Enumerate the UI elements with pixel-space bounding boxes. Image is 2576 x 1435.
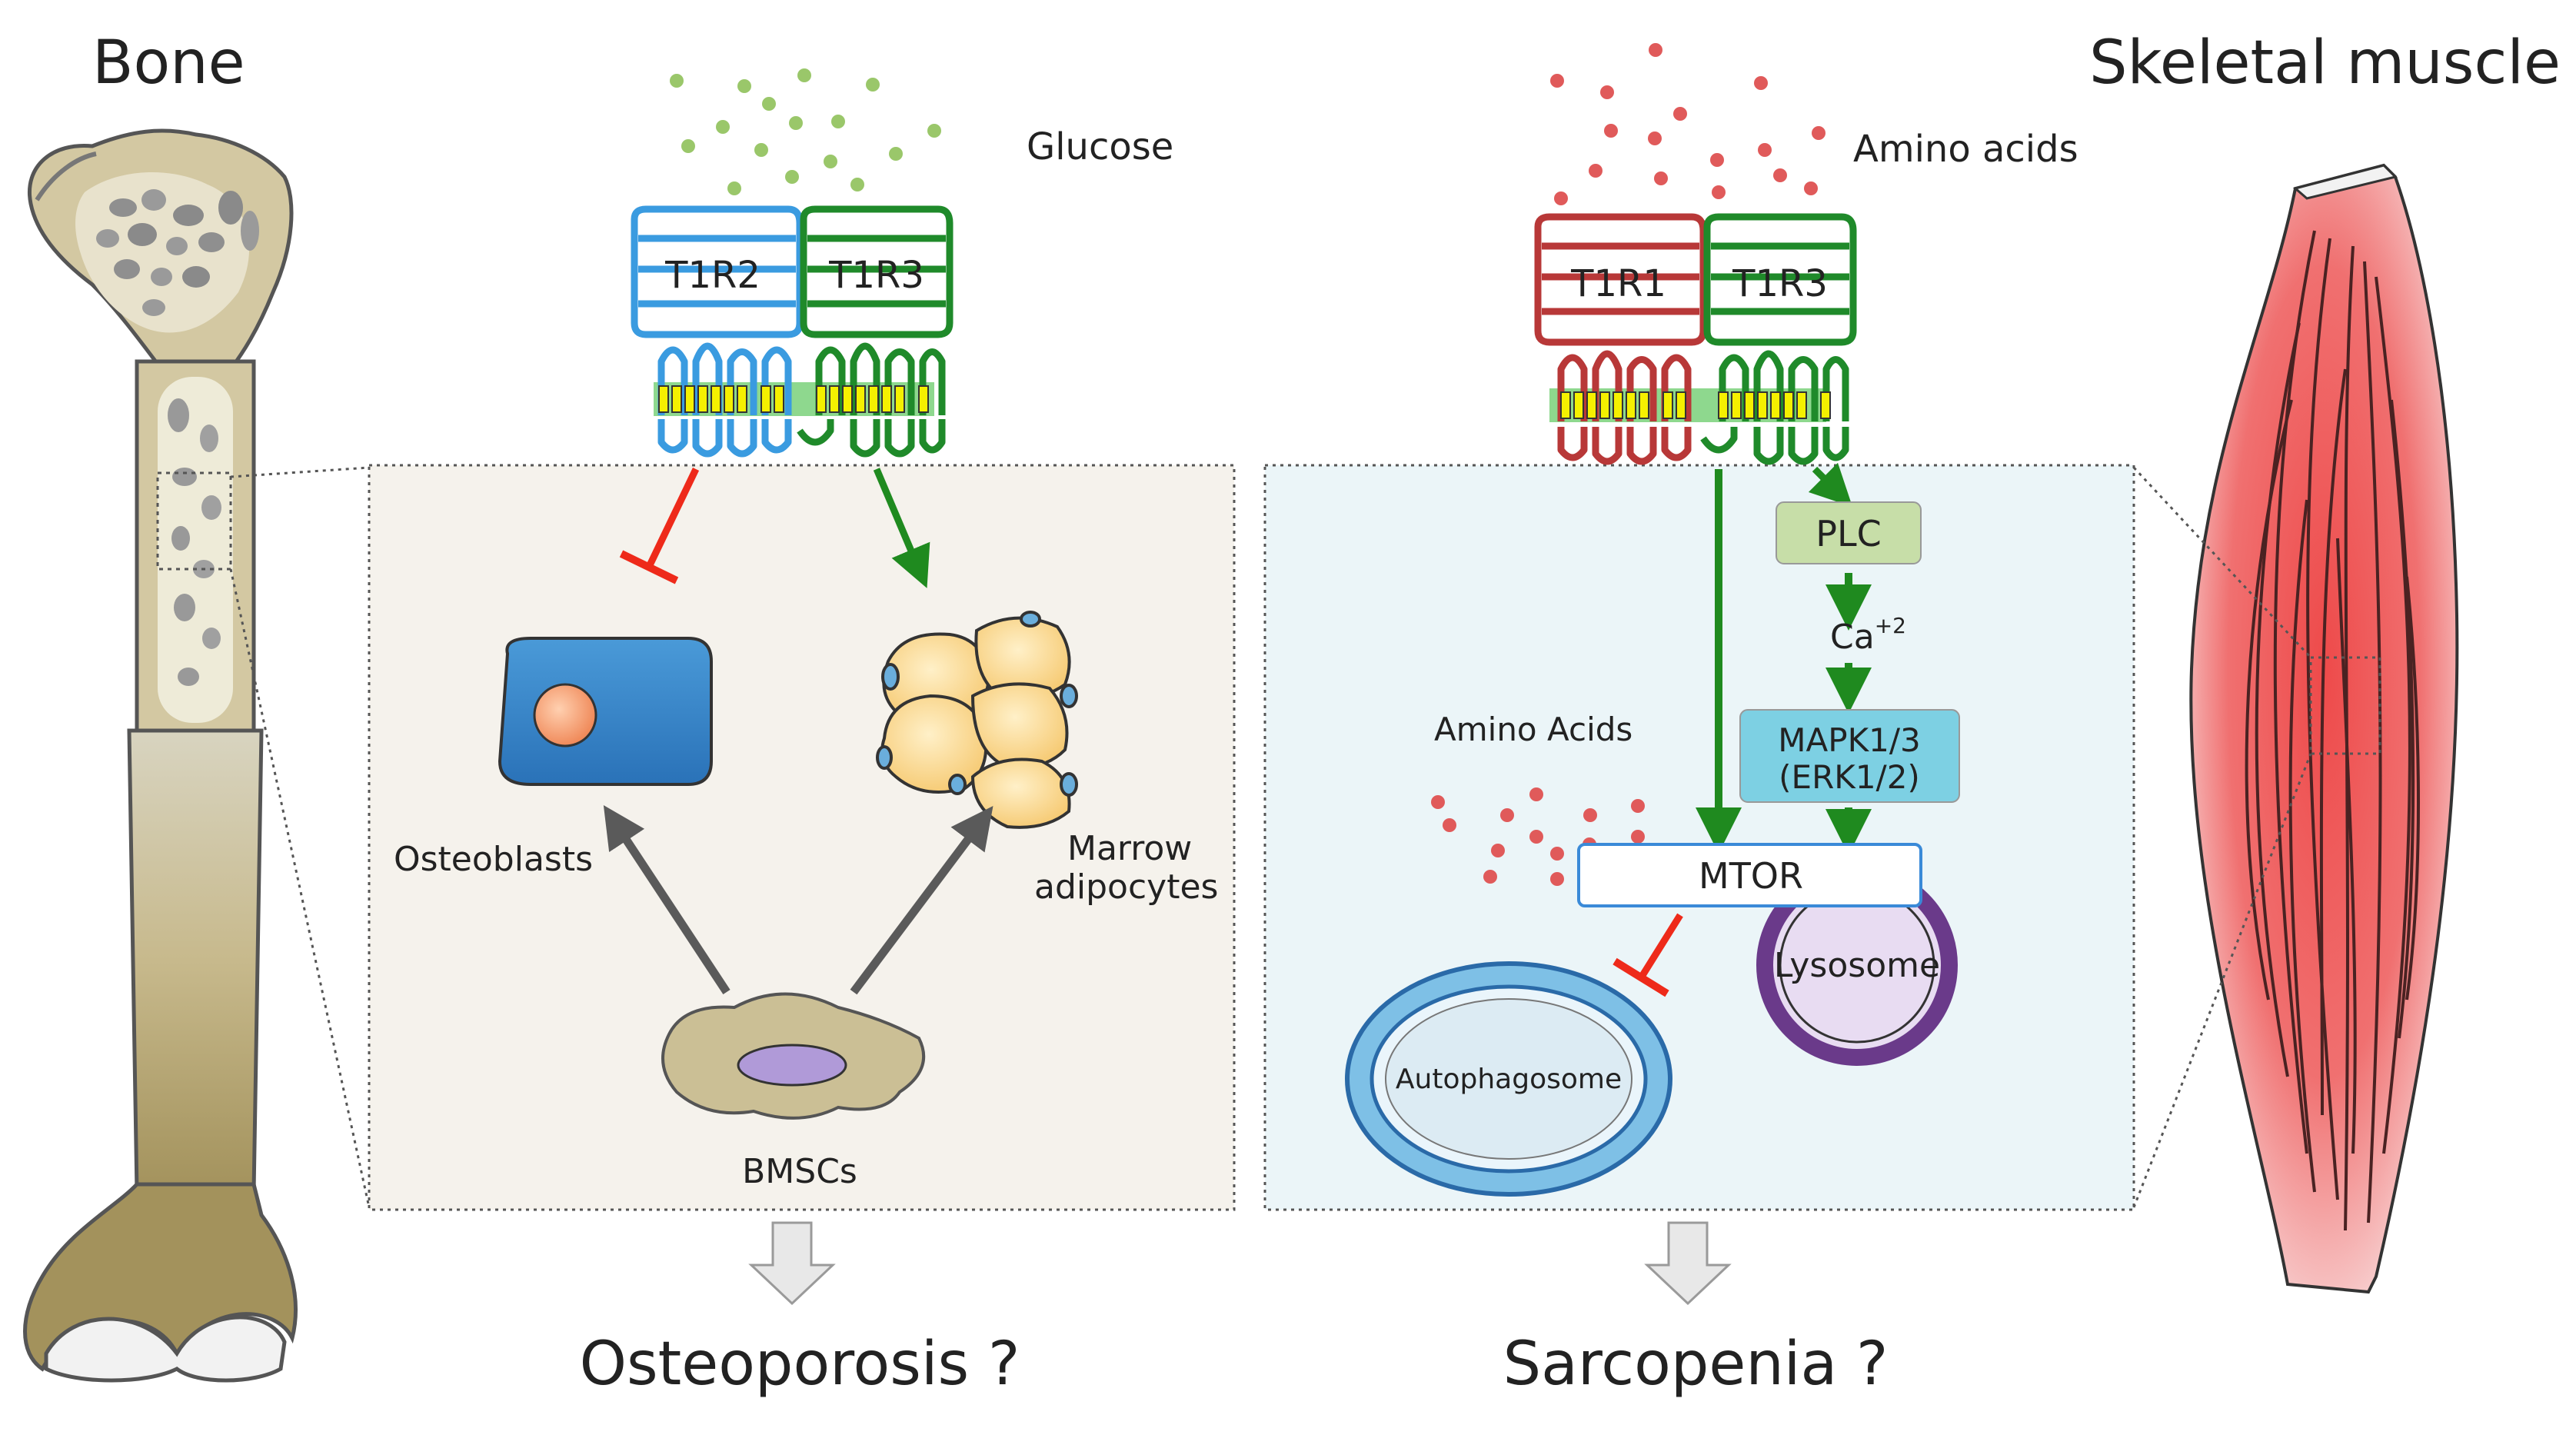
lysosome-label: Lysosome bbox=[1774, 946, 1940, 985]
plc-node bbox=[1776, 501, 1922, 564]
t1r3-right-label: T1R3 bbox=[1732, 262, 1828, 305]
inhibit-arrow-osteoblasts bbox=[646, 468, 700, 567]
bone-illustration bbox=[23, 128, 298, 1383]
marrow-adipocytes bbox=[876, 611, 1078, 829]
calcium-label: Ca+2 bbox=[1830, 613, 1906, 657]
autophagosome bbox=[1345, 961, 1672, 1197]
muscle-fibers bbox=[2245, 230, 2420, 1231]
differentiation-arrow-adipocyte bbox=[850, 806, 993, 995]
inhibit-arrow-autophagosome bbox=[1639, 913, 1683, 979]
lysosome bbox=[1756, 864, 1958, 1066]
amino-acid-molecules-top bbox=[1550, 43, 1825, 205]
mapk-label-line1: MAPK1/3 bbox=[1778, 721, 1920, 759]
differentiation-arrow-osteoblast bbox=[603, 805, 731, 995]
t1r2-label: T1R2 bbox=[664, 254, 760, 297]
t1r3-left-label: T1R3 bbox=[828, 254, 924, 297]
autophagosome-label: Autophagosome bbox=[1396, 1064, 1622, 1095]
activate-arrow-plc bbox=[1808, 462, 1853, 508]
down-arrow-osteoporosis bbox=[748, 1221, 836, 1306]
sarcopenia-label: Sarcopenia ? bbox=[1503, 1330, 1889, 1399]
plc-label: PLC bbox=[1816, 513, 1882, 554]
osteoblast-cell bbox=[498, 637, 713, 786]
t1r2-subunit bbox=[631, 205, 804, 458]
osteoblasts-label: Osteoblasts bbox=[394, 840, 593, 879]
down-arrow-sarcopenia bbox=[1644, 1221, 1732, 1306]
bmscs-label: BMSCs bbox=[742, 1152, 857, 1191]
bmsc-cell bbox=[661, 992, 926, 1120]
mtor-node bbox=[1577, 843, 1922, 907]
transmembrane-segments-left bbox=[658, 385, 929, 413]
osteoporosis-label: Osteoporosis ? bbox=[580, 1330, 1020, 1399]
activate-arrow-adipocytes bbox=[873, 468, 930, 588]
t1r1-subunit bbox=[1534, 213, 1707, 465]
mtor-label: MTOR bbox=[1699, 855, 1803, 897]
bone-title: Bone bbox=[92, 28, 245, 98]
t1r3-subunit-right bbox=[1700, 213, 1857, 465]
spongy-bone bbox=[75, 171, 259, 333]
marrow-label-line1: Marrow bbox=[1067, 829, 1192, 868]
amino-acids-top-label: Amino acids bbox=[1853, 128, 2078, 171]
skeletal-muscle-illustration bbox=[2189, 163, 2459, 1294]
inhibit-bar-osteoblasts bbox=[619, 550, 679, 584]
transmembrane-segments-right bbox=[1560, 391, 1831, 419]
inhibit-bar-autophagosome bbox=[1612, 957, 1669, 997]
receptor-t1r2-t1r3: T1R2 T1R3 bbox=[631, 205, 954, 458]
marrow-label-line2: adipocytes bbox=[1034, 867, 1218, 907]
amino-acids-panel-label: Amino Acids bbox=[1434, 711, 1632, 748]
mapk-node bbox=[1739, 709, 1960, 803]
glucose-label: Glucose bbox=[1027, 125, 1173, 168]
t1r1-label: T1R1 bbox=[1570, 262, 1666, 305]
mapk-label-line2: (ERK1/2) bbox=[1779, 758, 1920, 796]
receptor-t1r1-t1r3: T1R1 T1R3 bbox=[1534, 213, 1857, 465]
skeletal-muscle-title: Skeletal muscle bbox=[2089, 28, 2561, 98]
t1r3-subunit-left bbox=[797, 205, 954, 458]
glucose-molecules bbox=[670, 68, 941, 195]
